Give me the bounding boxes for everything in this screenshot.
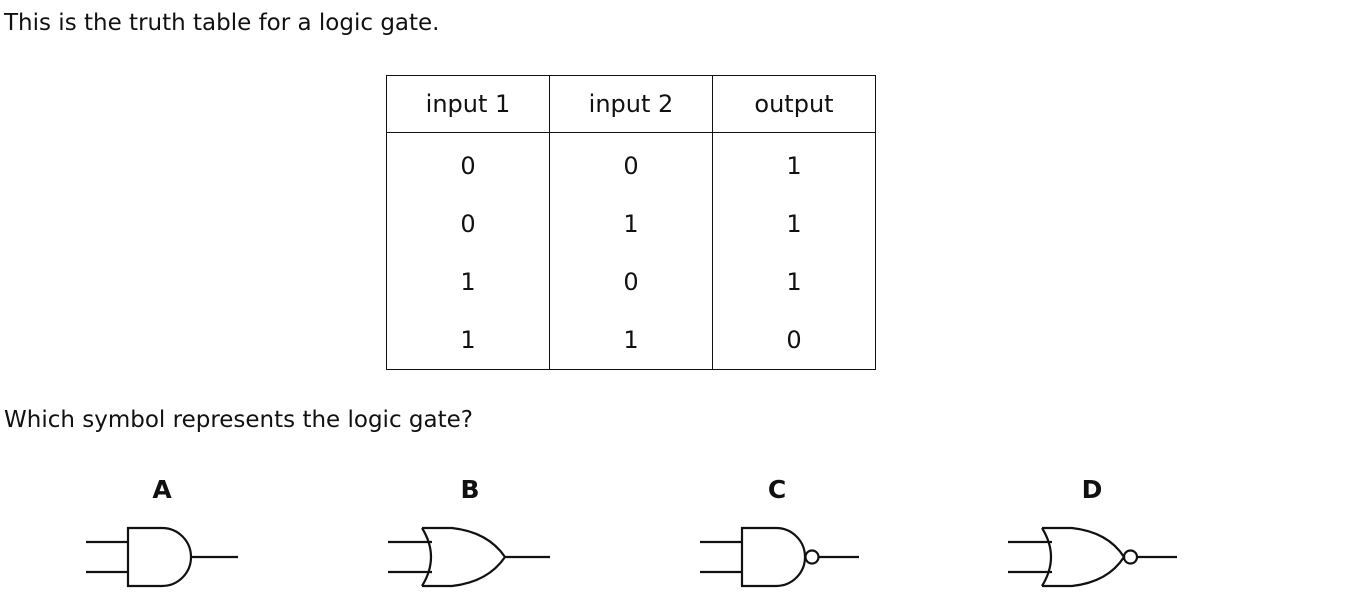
nor-gate-icon[interactable] <box>1008 522 1180 597</box>
or-gate-icon[interactable] <box>388 522 553 597</box>
table-row: 0 1 1 <box>386 195 876 253</box>
option-b-label: B <box>460 475 480 504</box>
table-cell: 0 <box>712 311 876 370</box>
table-row: 1 1 0 <box>386 311 876 370</box>
table-cell: 0 <box>549 132 713 195</box>
table-row: 1 0 1 <box>386 253 876 311</box>
table-cell: 0 <box>549 253 713 311</box>
and-gate-icon[interactable] <box>86 522 241 597</box>
header-output: output <box>712 75 876 133</box>
header-input-1: input 1 <box>386 75 550 133</box>
table-cell: 0 <box>386 132 550 195</box>
table-cell: 1 <box>712 195 876 253</box>
question-prompt: Which symbol represents the logic gate? <box>4 407 473 433</box>
table-cell: 1 <box>712 132 876 195</box>
table-cell: 1 <box>386 253 550 311</box>
truth-table: input 1 input 2 output 0 0 1 0 1 1 1 0 1… <box>386 75 876 370</box>
nand-gate-icon[interactable] <box>700 522 862 597</box>
table-cell: 1 <box>386 311 550 370</box>
table-row: 0 0 1 <box>386 132 876 195</box>
table-cell: 1 <box>549 311 713 370</box>
table-cell: 1 <box>549 195 713 253</box>
option-c-label: C <box>767 475 787 504</box>
table-cell: 0 <box>386 195 550 253</box>
table-cell: 1 <box>712 253 876 311</box>
question-intro: This is the truth table for a logic gate… <box>4 10 440 36</box>
option-d-label: D <box>1081 475 1103 504</box>
header-input-2: input 2 <box>549 75 713 133</box>
truth-table-header-row: input 1 input 2 output <box>386 75 876 133</box>
option-a-label: A <box>152 475 172 504</box>
